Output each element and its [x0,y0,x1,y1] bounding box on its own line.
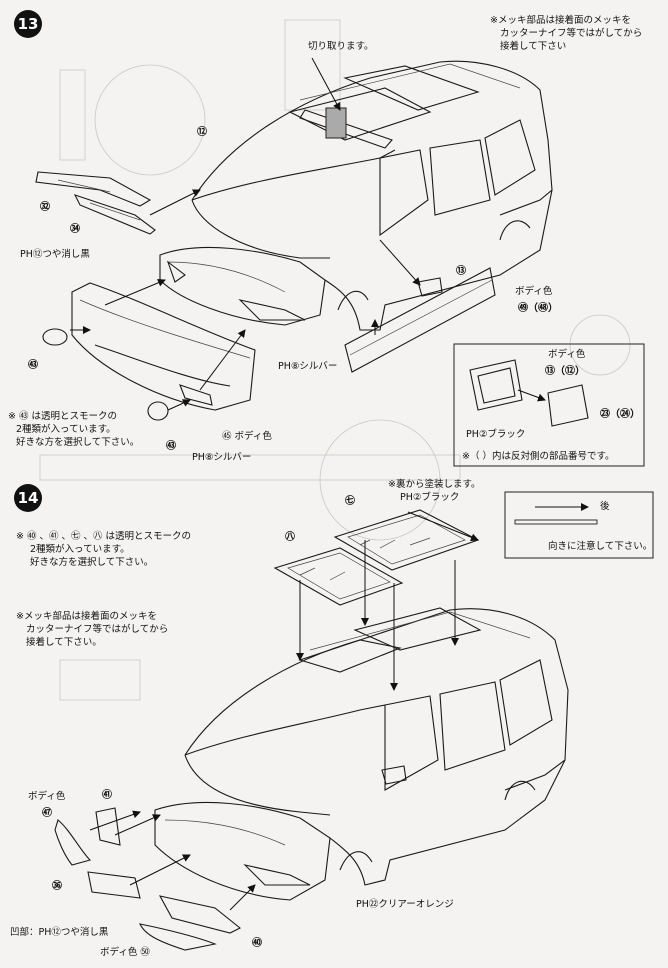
part-60-label: ㊵ [252,938,262,949]
light-60 [158,895,242,934]
side-skirt-part [344,267,496,373]
fog-lens-78-b [147,401,169,421]
clear-smoke-note-13: ※ ㊸ は透明とスモークの 2種類が入っています。 好きな方を選択して下さい。 [8,410,139,449]
body-color-label: ボディ色 [515,286,553,297]
inset-black-label: PH②ブラック [466,429,526,440]
part-72-label: ㊇ [285,532,295,543]
part-78-label-b: ㊸ [166,441,176,452]
chrome-note-line: ※メッキ部品は接着面のメッキを [16,611,157,622]
part-34-label: ㉞ [70,224,80,235]
mirror-part [381,765,407,785]
arrow [229,884,256,911]
fog-lens-78-a [42,328,68,346]
bleed-through-background [39,19,631,701]
body-color-51-label: ボディ色 ㊿ [100,947,150,958]
body-color-label-14: ボディ色 [28,791,66,802]
direction-back-label: 後 [600,501,610,512]
grille-56 [87,871,141,899]
chrome-note-line: 接着して下さい。 [26,637,102,648]
direction-box [504,491,654,559]
light-61 [95,807,121,846]
chrome-note-line: カッターナイフ等ではがしてから [500,28,643,39]
arrow [89,810,141,831]
silver-label-2: PH⑧シルバー [192,452,252,463]
mirror-part [417,277,443,297]
inset-part-13-12: ⑬（⑫） [545,366,585,377]
part-56-label: ㊱ [52,881,62,892]
roof-cut-part [299,57,393,149]
part-49-48-label: ㊾（㊽） [518,303,558,314]
mirror-inset-box [453,343,645,467]
inset-body-color: ボディ色 [548,349,586,360]
clear-note-line: ※ ㊸ は透明とスモークの [8,411,117,422]
paint-note-14: ※裏から塗装します。 PH②ブラック [388,478,481,504]
paint-note-line: PH②ブラック [400,492,460,503]
step13-car-body [159,60,553,331]
paint-note-line: ※裏から塗装します。 [388,479,481,490]
flat-black-label: PH⑫つや消し黒 [20,249,90,260]
corner-trim-52 [54,819,92,866]
part-78-label-a: ㊸ [28,360,38,371]
clear-note-line: 2種類が入っています。 [30,544,130,555]
part-61-label: ㊶ [102,790,112,801]
clear-smoke-note-14: ※ ㊵ 、㊶ 、㊆ 、㊇ は透明とスモークの 2種類が入っています。 好きな方を… [16,530,191,569]
arrow [407,511,479,542]
front-bumper-part [71,282,256,411]
chrome-note-line: カッターナイフ等ではがしてから [26,624,169,635]
cut-note: 切り取ります。 [308,41,374,52]
direction-part-icon [514,519,598,525]
wiper-parts [35,171,156,235]
arrow [379,239,421,286]
direction-note: 向きに注意して下さい。 [548,541,653,552]
glass-panel-72 [273,547,404,606]
chrome-note-13: ※メッキ部品は接着面のメッキを カッターナイフ等ではがしてから 接着して下さい [490,14,642,53]
clear-note-line: 好きな方を選択して下さい。 [30,557,154,568]
arrow [199,329,246,391]
arrow [114,814,161,836]
chrome-note-line: 接着して下さい [500,41,567,52]
inset-part-23-24: ㉓（㉔） [600,409,640,420]
silver-label-1: PH⑧シルバー [278,361,338,372]
part-13-label: ⑬ [456,266,466,277]
part-45-body-color-label: ㊺ ボディ色 [222,431,272,442]
chrome-note-line: ※メッキ部品は接着面のメッキを [490,15,631,26]
clear-orange-label: PH㉒クリアーオレンジ [356,899,454,910]
recess-black-label: 凹部：PH⑫つや消し黒 [10,927,109,938]
step-14-badge: 14 [14,484,42,512]
arrow [149,189,201,216]
arrow [129,854,191,886]
chrome-note-14: ※メッキ部品は接着面のメッキを カッターナイフ等ではがしてから 接着して下さい。 [16,610,168,649]
glass-panel-71 [333,509,480,571]
arrow [167,399,191,411]
part-52-label: ㊼ [42,808,52,819]
step14-car-body [154,607,569,901]
clear-note-line: ※ ㊵ 、㊶ 、㊆ 、㊇ は透明とスモークの [16,531,192,542]
arrow [104,279,166,306]
clear-note-line: 好きな方を選択して下さい。 [16,437,140,448]
mirror-inset-drawing [469,359,589,427]
step-13-badge: 13 [14,10,42,38]
inset-note: ※（ ）内は反対側の部品番号です。 [462,451,615,462]
part-32-label: ㉜ [40,202,50,213]
lip-trim-51 [139,923,217,951]
clear-note-line: 2種類が入っています。 [16,424,116,435]
part-12-label: ⑫ [197,127,207,138]
part-71-label: ㊆ [345,496,355,507]
